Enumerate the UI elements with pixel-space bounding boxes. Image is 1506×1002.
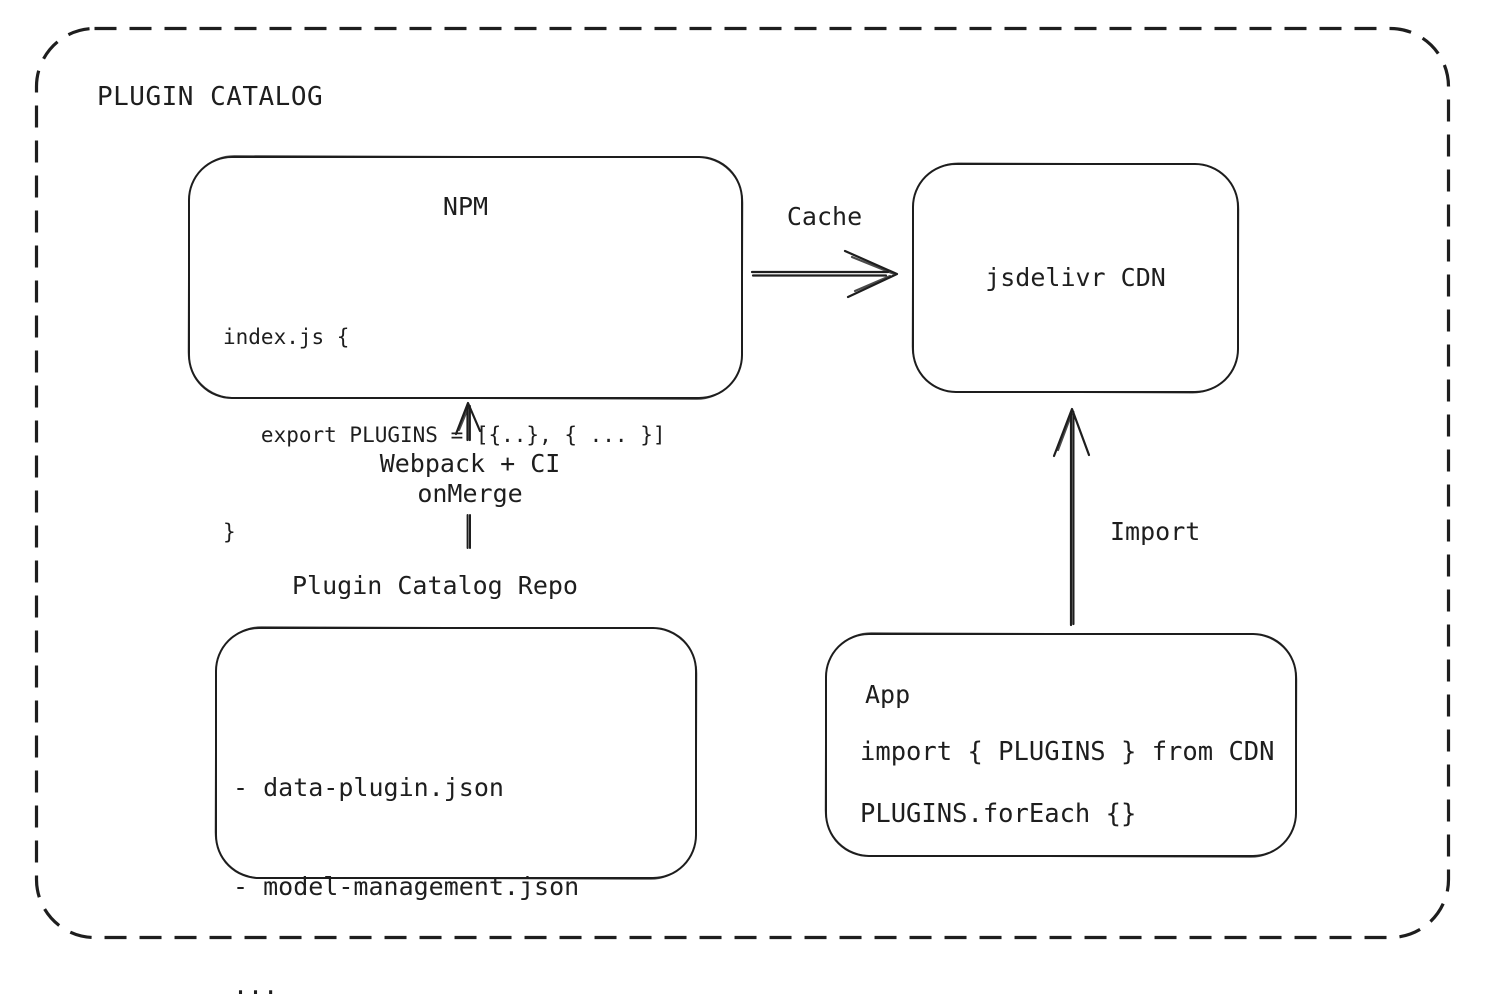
import-arrow [1052,407,1091,627]
repo-file-item: ... [233,971,279,1000]
build-arrow-label-line2: onMerge [417,479,523,508]
npm-node-title: NPM [442,192,489,221]
import-arrow-label: Import [1110,517,1201,546]
app-node: App import { PLUGINS } from CDN PLUGINS.… [825,633,1297,857]
repo-file-list: - data-plugin.json - model-management.js… [233,705,579,1002]
repo-file-item: - model-management.json [233,872,580,901]
app-code-line: import { PLUGINS } from CDN [860,737,1275,767]
build-arrow-label-line1: Webpack + CI [379,449,561,478]
npm-code-block: index.js { export PLUGINS = [{..}, { ...… [223,256,666,614]
diagram-title: PLUGIN CATALOG [97,82,324,112]
npm-code-line: } [223,520,236,544]
repo-node: - data-plugin.json - model-management.js… [215,627,697,1000]
build-connector-line [466,514,471,549]
repo-node-label: Plugin Catalog Repo [292,571,578,600]
repo-file-item: - data-plugin.json [233,773,504,802]
build-arrow [454,401,482,442]
app-code-line: PLUGINS.forEach {} [860,799,1137,829]
npm-node: NPM index.js { export PLUGINS = [{..}, {… [188,156,743,544]
plugin-catalog-frame-border [34,26,1451,940]
npm-code-line: index.js { [223,325,350,349]
cache-arrow [750,249,899,299]
cdn-node-label: jsdelivr CDN [985,263,1166,292]
cache-arrow-label: Cache [786,202,863,231]
cdn-node: jsdelivr CDN [912,163,1239,393]
app-node-title: App [865,680,911,709]
npm-code-line: export PLUGINS = [{..}, { ... }] [223,422,666,447]
